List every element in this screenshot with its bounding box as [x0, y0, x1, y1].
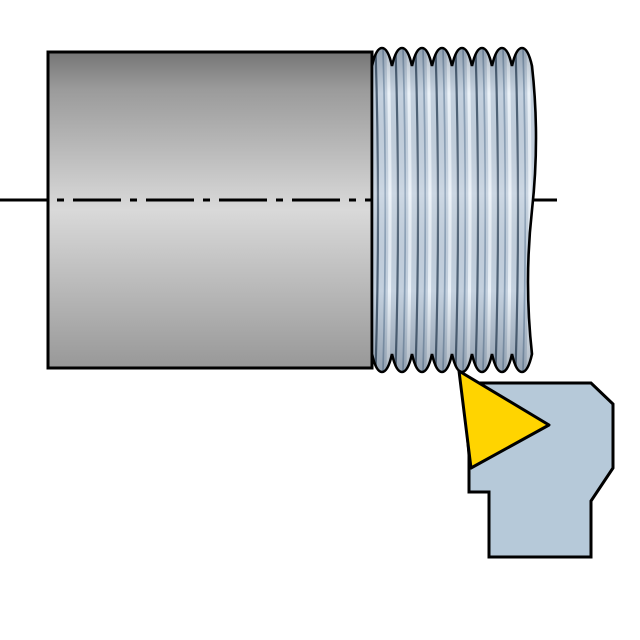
thread-section-shading [372, 48, 536, 372]
thread-section [370, 46, 538, 374]
workpiece-cylinder [46, 50, 374, 370]
cutting-insert [457, 369, 551, 470]
